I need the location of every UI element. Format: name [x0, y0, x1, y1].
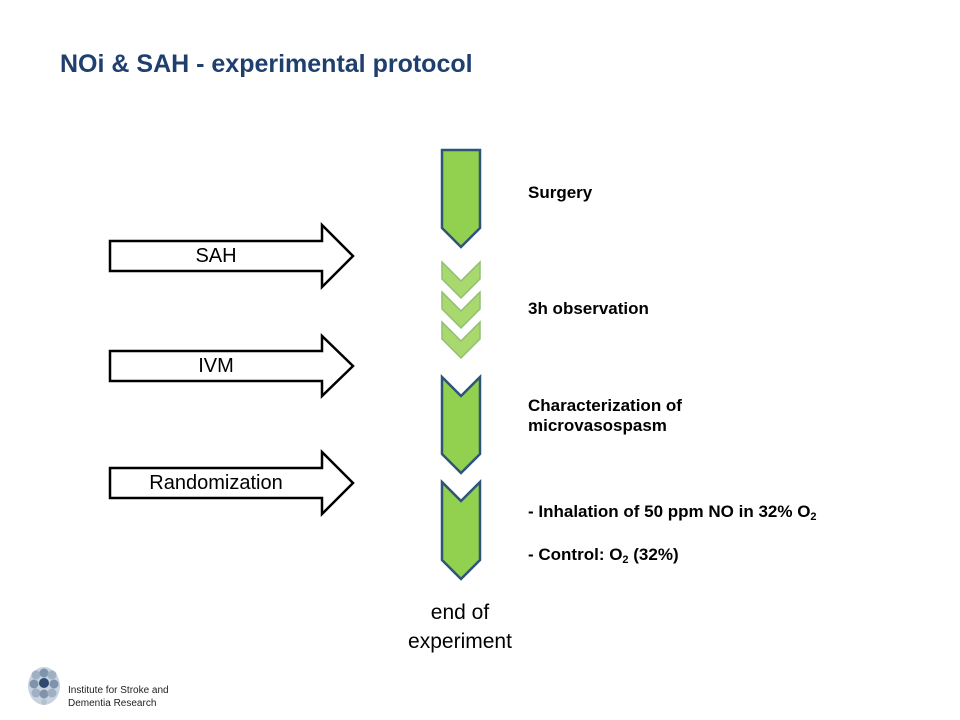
step-label-control: - Control: O2 (32%) — [528, 545, 679, 566]
event-arrow-ivm — [108, 333, 355, 399]
event-label-sah: SAH — [195, 245, 237, 267]
event-arrow-randomization — [108, 448, 355, 518]
timeline-chevron-surgery — [440, 148, 482, 249]
timeline-chevron-treatment — [440, 478, 482, 581]
timeline-chevron-observation-1 — [441, 260, 481, 300]
control-text: - Control: O — [528, 545, 623, 564]
timeline-chevron-characterization — [440, 373, 482, 475]
step-label-characterization-line2: microvasospasm — [528, 416, 667, 435]
step-label-characterization: Characterization of microvasospasm — [528, 396, 682, 436]
inhalation-text: - Inhalation of 50 ppm NO in 32% O — [528, 502, 811, 521]
control-suffix: (32%) — [628, 545, 679, 564]
event-label-ivm: IVM — [198, 355, 234, 377]
inhalation-subscript: 2 — [810, 511, 817, 523]
end-label-line1: end of — [430, 601, 490, 624]
timeline-chevron-observation-2 — [441, 290, 481, 330]
institute-name-line2: Dementia Research — [68, 698, 157, 709]
institute-name-line1: Institute for Stroke and — [68, 685, 169, 696]
step-label-surgery: Surgery — [528, 183, 593, 202]
timeline-chevron-observation-3 — [441, 320, 481, 360]
step-label-inhalation: - Inhalation of 50 ppm NO in 32% O2 — [528, 502, 817, 523]
step-label-observation: 3h observation — [528, 299, 649, 318]
end-of-experiment-label: end of experiment — [380, 598, 540, 656]
brain-logo-icon — [28, 667, 60, 705]
end-label-line2: experiment — [408, 630, 512, 653]
slide-title: NOi & SAH - experimental protocol — [60, 50, 473, 78]
event-arrow-sah — [108, 221, 355, 291]
institute-name: Institute for Stroke and Dementia Resear… — [68, 684, 169, 710]
step-label-characterization-line1: Characterization of — [528, 396, 682, 415]
control-subscript: 2 — [622, 554, 629, 566]
event-label-randomization: Randomization — [149, 472, 283, 494]
